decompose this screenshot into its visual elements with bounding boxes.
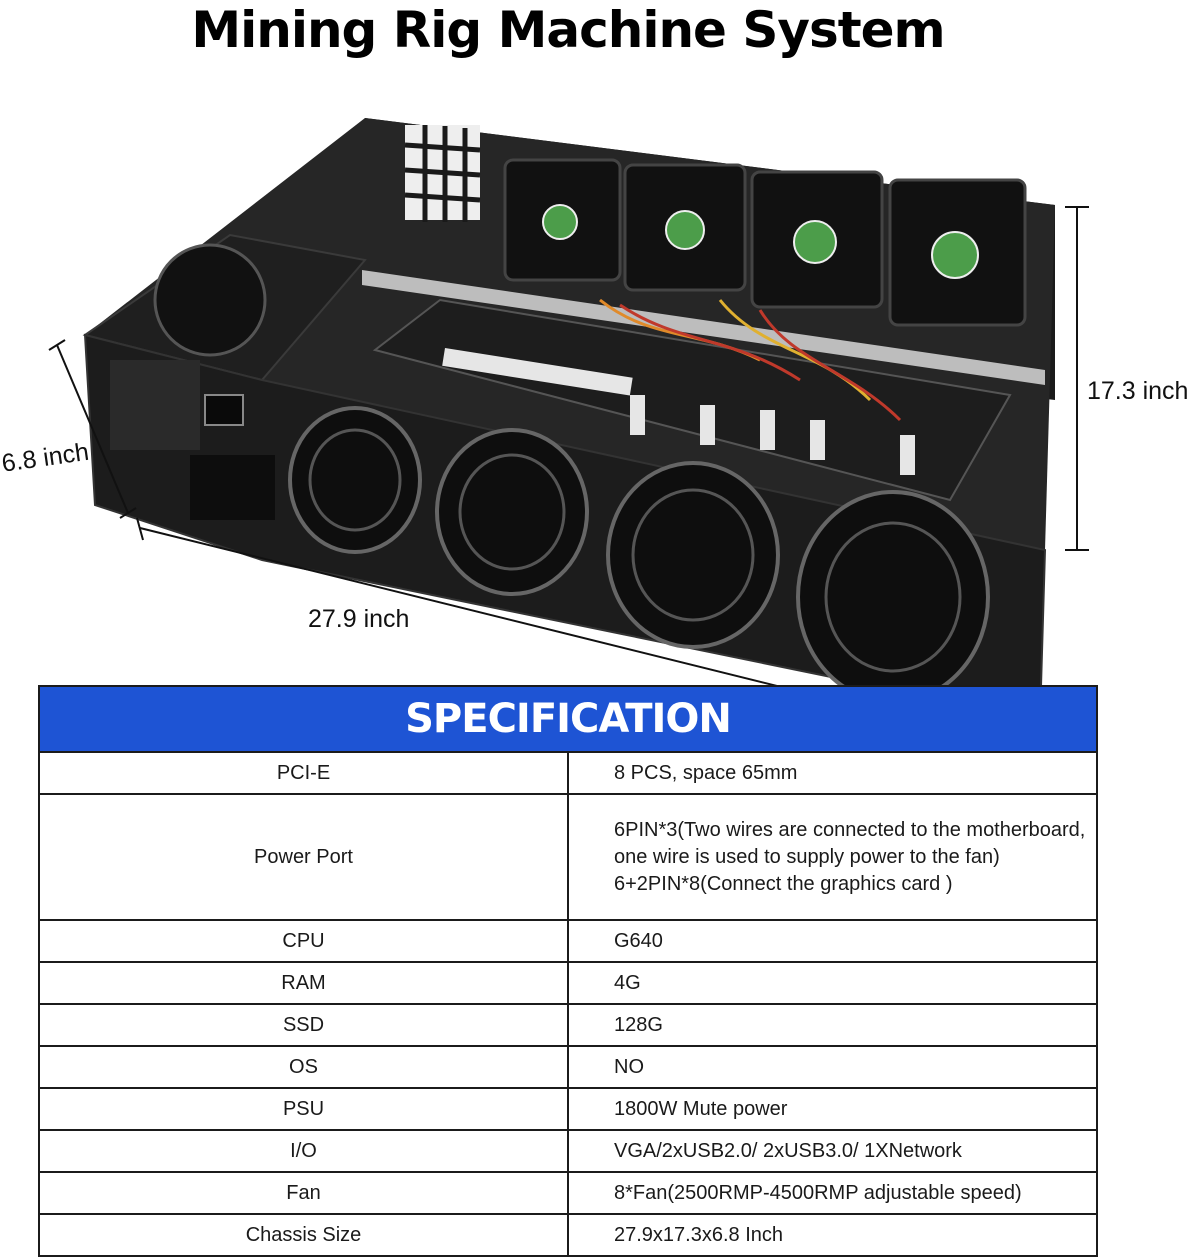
front-fan-rings xyxy=(308,428,962,673)
width-dimension-label: 27.9 inch xyxy=(308,605,410,633)
spec-value: NO xyxy=(567,1045,1098,1089)
rear-fan-hubs xyxy=(542,204,979,279)
spec-value: 4G xyxy=(567,961,1098,1005)
spec-value: 128G xyxy=(567,1003,1098,1047)
pcie-slots xyxy=(442,347,915,475)
spec-value: 1800W Mute power xyxy=(567,1087,1098,1131)
page-title: Mining Rig Machine System xyxy=(191,1,945,59)
table-row: Power Port 6PIN*3(Two wires are connecte… xyxy=(38,793,1098,921)
psu-fan-grille xyxy=(153,243,267,357)
psu-vent xyxy=(110,360,200,450)
table-row: I/O VGA/2xUSB2.0/ 2xUSB3.0/ 1XNetwork xyxy=(38,1129,1098,1173)
table-row: SSD 128G xyxy=(38,1003,1098,1047)
gpu-support-rail xyxy=(362,270,1045,385)
motherboard xyxy=(372,298,1012,502)
spec-value: G640 xyxy=(567,919,1098,963)
spec-label: Chassis Size xyxy=(38,1213,569,1257)
spec-label: OS xyxy=(38,1045,569,1089)
spec-label: PCI-E xyxy=(38,751,569,795)
spec-label: Power Port xyxy=(38,793,569,921)
rear-grille xyxy=(404,125,481,222)
front-cutout xyxy=(190,455,275,520)
table-row: OS NO xyxy=(38,1045,1098,1089)
spec-value: 8 PCS, space 65mm xyxy=(567,751,1098,795)
spec-label: PSU xyxy=(38,1087,569,1131)
table-row: PSU 1800W Mute power xyxy=(38,1087,1098,1131)
fan-wires xyxy=(599,298,902,422)
mining-rig-chassis-image xyxy=(48,118,1089,753)
spec-label: Fan xyxy=(38,1171,569,1215)
spec-value: 8*Fan(2500RMP-4500RMP adjustable speed) xyxy=(567,1171,1098,1215)
spec-value: VGA/2xUSB2.0/ 2xUSB3.0/ 1XNetwork xyxy=(567,1129,1098,1173)
table-row: RAM 4G xyxy=(38,961,1098,1005)
height-dimension-label: 17.3 inch xyxy=(1087,377,1189,405)
spec-label: I/O xyxy=(38,1129,569,1173)
spec-value: 6PIN*3(Two wires are connected to the mo… xyxy=(567,793,1098,921)
table-row: Fan 8*Fan(2500RMP-4500RMP adjustable spe… xyxy=(38,1171,1098,1215)
spec-label: RAM xyxy=(38,961,569,1005)
spec-value: 27.9x17.3x6.8 Inch xyxy=(567,1213,1098,1257)
spec-label: CPU xyxy=(38,919,569,963)
spec-label: SSD xyxy=(38,1003,569,1047)
table-row: Chassis Size 27.9x17.3x6.8 Inch xyxy=(38,1213,1098,1257)
table-row: CPU G640 xyxy=(38,919,1098,963)
specification-heading: SPECIFICATION xyxy=(38,685,1098,753)
table-row: PCI-E 8 PCS, space 65mm xyxy=(38,751,1098,795)
power-socket xyxy=(204,394,244,426)
specification-table: SPECIFICATION PCI-E 8 PCS, space 65mm Po… xyxy=(38,685,1098,1257)
